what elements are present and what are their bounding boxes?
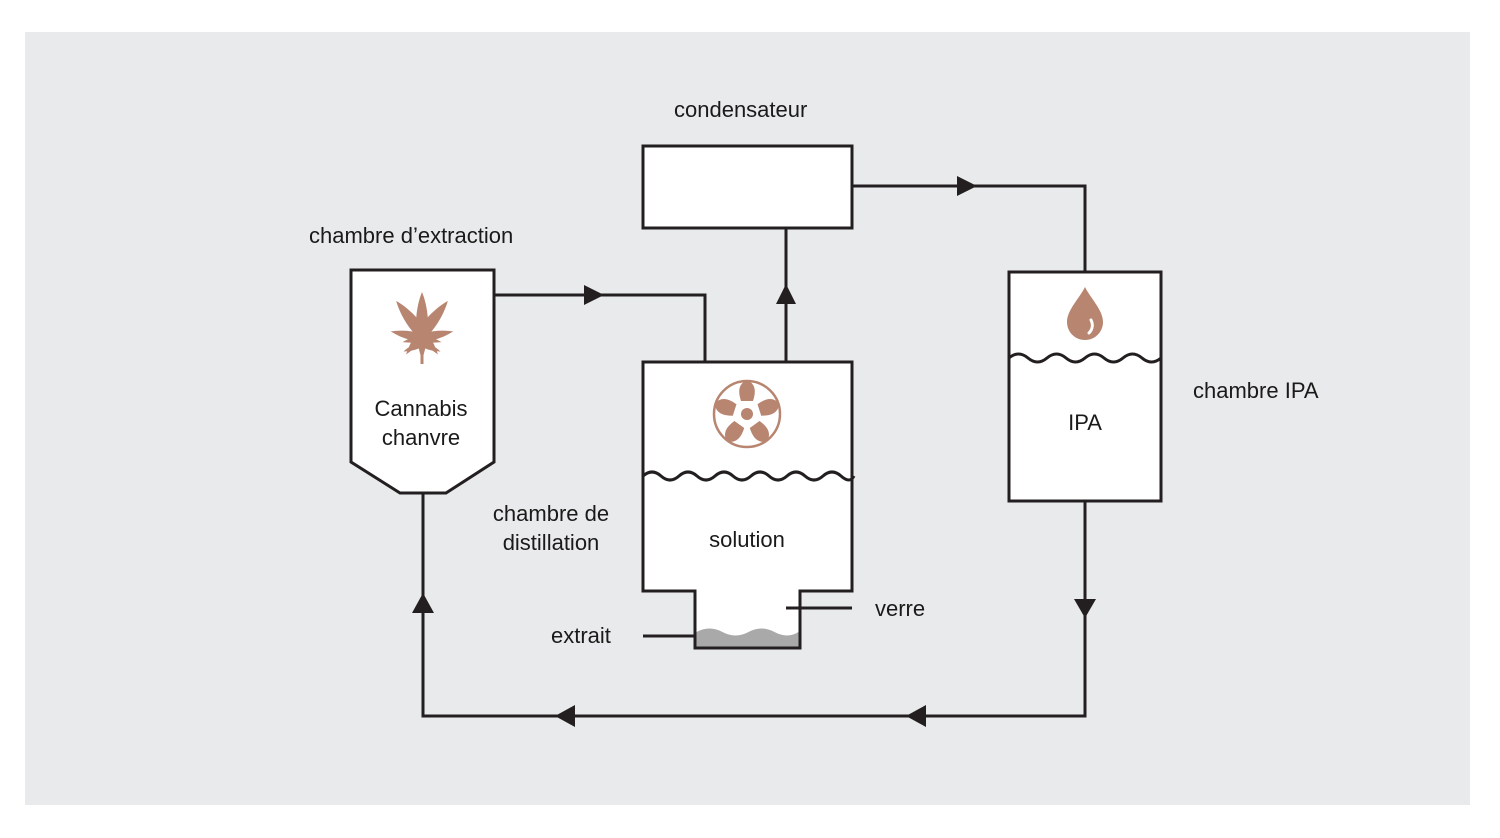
ipa-chamber-label: chambre IPA [1193, 378, 1319, 403]
extract-layer [696, 628, 799, 647]
ipa-surface-wave [1008, 352, 1162, 364]
distillation-chamber-label-line2: distillation [502, 530, 600, 555]
flow-line-extraction-to-distillation [494, 293, 707, 362]
arrow-down-ipa [1074, 599, 1096, 618]
liquid-drop-icon [1067, 287, 1103, 340]
flow-line-condenser-to-ipa [852, 184, 1087, 272]
condenser-box [641, 144, 854, 230]
flow-arrows [412, 176, 1096, 727]
extraction-chamber [349, 268, 496, 495]
arrow-left-bottom-right [906, 705, 926, 727]
condenser-label: condensateur [674, 97, 808, 122]
arrow-right-top-right [957, 176, 977, 196]
arrow-up-condenser [776, 284, 796, 304]
cannabis-leaf-icon [390, 292, 454, 364]
cannabis-label-line1: Cannabis [374, 396, 468, 421]
solution-surface-wave [642, 470, 856, 482]
arrow-up-extraction [412, 593, 434, 613]
arrow-left-bottom-left [555, 705, 575, 727]
stirrer-icon [712, 379, 782, 449]
distillation-chamber [641, 360, 854, 650]
solution-label: solution [709, 527, 785, 552]
distillation-chamber-label-line1: chambre de [492, 501, 610, 526]
extraction-chamber-label: chambre d’extraction [309, 223, 514, 248]
ipa-label: IPA [1068, 410, 1102, 435]
arrow-right-top-left [584, 285, 604, 305]
extract-label: extrait [551, 623, 611, 648]
glass-label: verre [875, 596, 926, 621]
cannabis-label-line2: chanvre [381, 425, 461, 450]
